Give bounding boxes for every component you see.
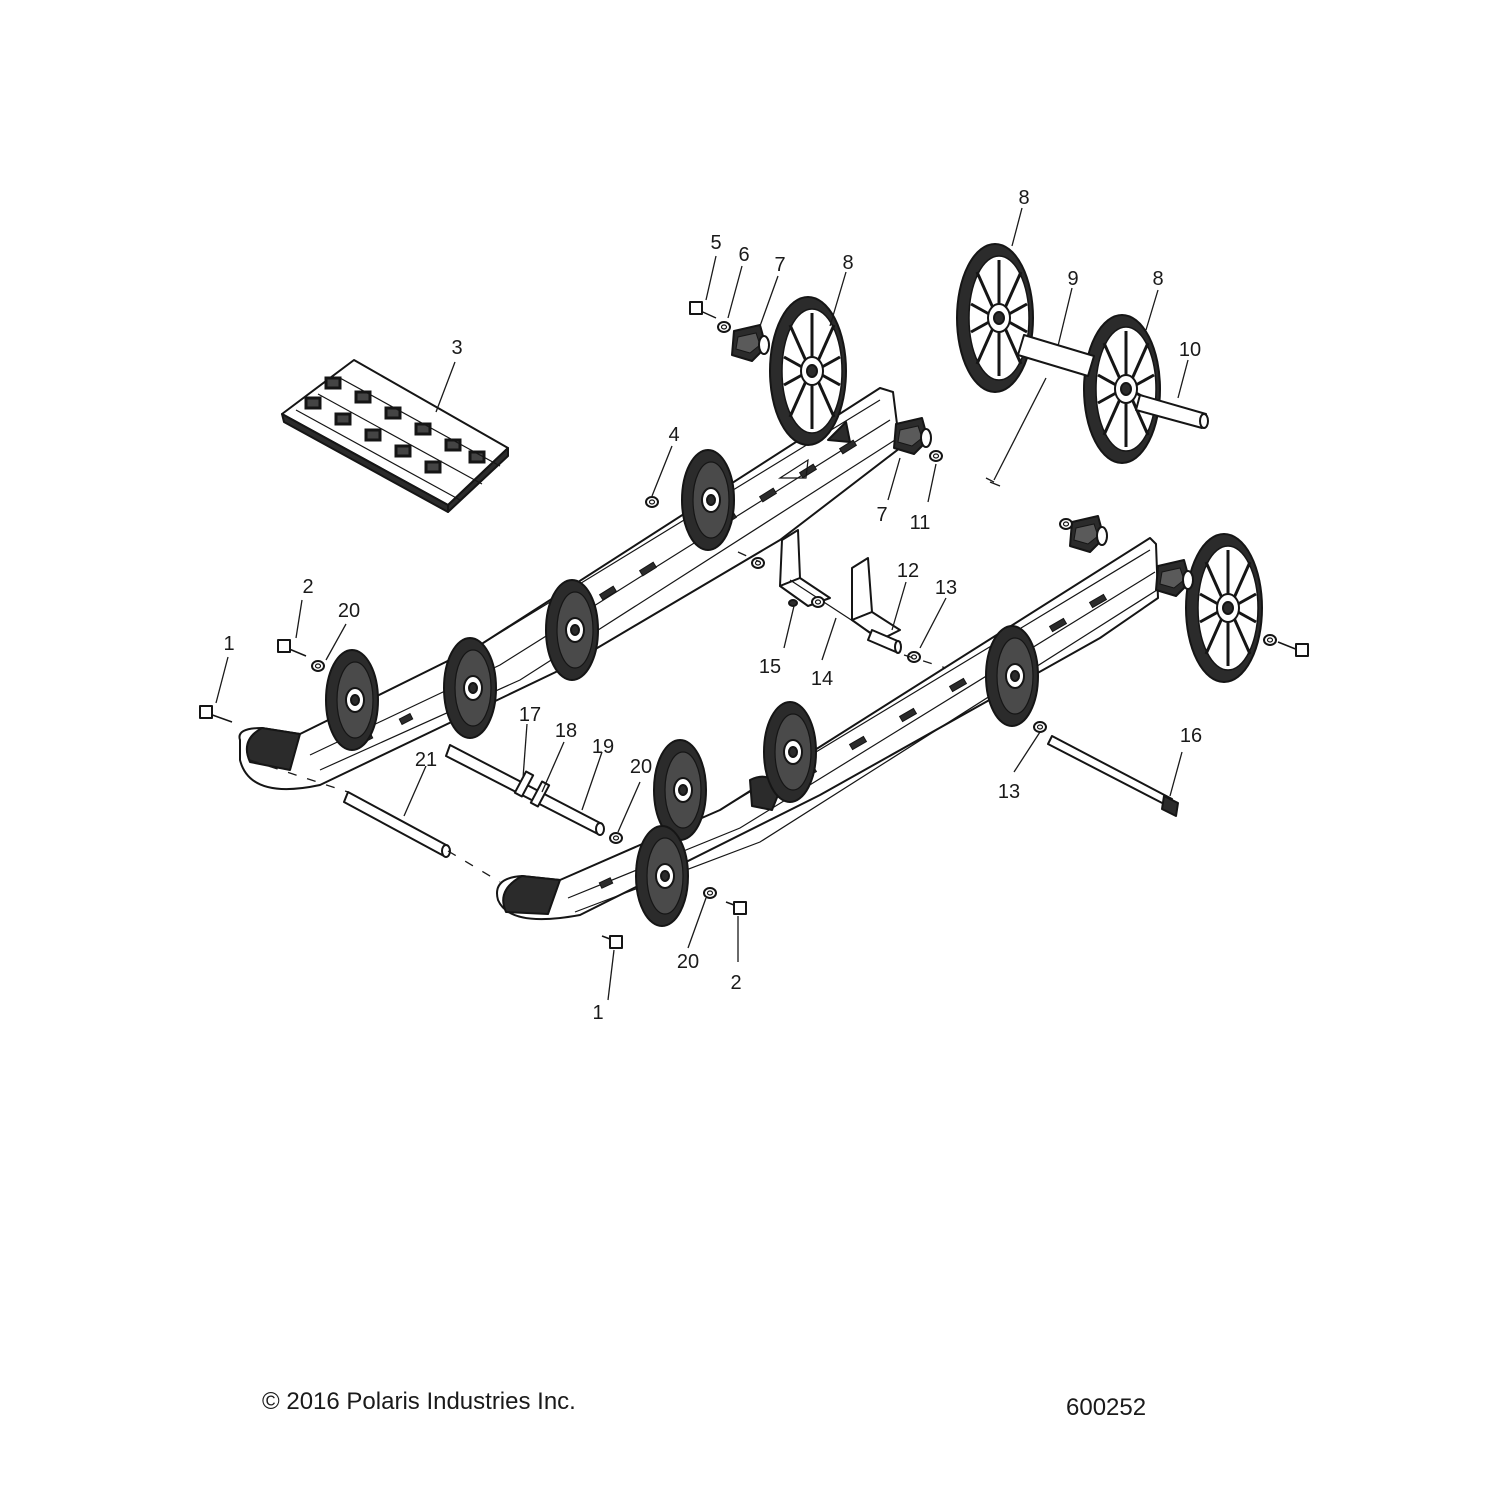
slide-rail-insert bbox=[281, 359, 509, 513]
callout-1: 1 bbox=[223, 633, 234, 655]
rear-wheel-left-upper bbox=[768, 295, 848, 447]
leader-lines bbox=[215, 207, 1189, 1001]
rear-wheel-top bbox=[955, 242, 1035, 394]
idler-wheel-left-2 bbox=[545, 579, 599, 681]
rear-axle bbox=[1017, 334, 1209, 429]
callout-20-upper: 20 bbox=[338, 600, 360, 622]
callout-16: 16 bbox=[1180, 725, 1202, 747]
idler-wheel-right-3 bbox=[985, 625, 1039, 727]
callout-20-lower: 20 bbox=[677, 951, 699, 973]
assembly-guide-lines bbox=[249, 377, 1047, 883]
front-idler-wheel-left bbox=[325, 649, 379, 751]
callout-7-lower: 7 bbox=[876, 504, 887, 526]
callout-14: 14 bbox=[811, 668, 833, 690]
callout-15: 15 bbox=[759, 656, 781, 678]
idler-wheel-right-1 bbox=[653, 739, 707, 841]
center-shaft bbox=[445, 744, 605, 836]
rear-wheel-right-upper bbox=[1082, 313, 1162, 465]
idler-wheel-right-2 bbox=[763, 701, 817, 803]
callout-2: 2 bbox=[302, 576, 313, 598]
callout-10: 10 bbox=[1179, 339, 1201, 361]
idler-wheel-left-3 bbox=[681, 449, 735, 551]
callout-5: 5 bbox=[710, 232, 721, 254]
front-shaft bbox=[343, 791, 451, 858]
rear-hub-right bbox=[1069, 515, 1108, 553]
callout-8-top: 8 bbox=[1018, 187, 1029, 209]
callout-8-left: 8 bbox=[842, 252, 853, 274]
copyright-notice: © 2016 Polaris Industries Inc. bbox=[262, 1388, 576, 1415]
callout-13-lower: 13 bbox=[998, 781, 1020, 803]
rear-hub-upper bbox=[731, 324, 770, 362]
drawing-number: 600252 bbox=[1066, 1394, 1147, 1421]
callout-3: 3 bbox=[451, 337, 462, 359]
callout-4: 4 bbox=[668, 424, 679, 446]
rear-hub-mid bbox=[893, 417, 932, 455]
callout-9: 9 bbox=[1067, 268, 1078, 290]
callout-13-upper: 13 bbox=[935, 577, 957, 599]
callout-11: 11 bbox=[910, 512, 931, 534]
rear-wheel-lower-right bbox=[1184, 532, 1264, 684]
callout-12: 12 bbox=[897, 560, 919, 582]
bolts-and-washers bbox=[199, 301, 1309, 949]
idler-wheel-left-1 bbox=[443, 637, 497, 739]
callout-2-lower: 2 bbox=[730, 972, 741, 994]
callout-18: 18 bbox=[555, 720, 577, 742]
callout-7-upper: 7 bbox=[774, 254, 785, 276]
front-idler-wheel-right bbox=[635, 825, 689, 927]
callout-8-right: 8 bbox=[1152, 268, 1163, 290]
callout-19: 19 bbox=[592, 736, 614, 758]
callout-17: 17 bbox=[519, 704, 541, 726]
callout-1-lower: 1 bbox=[592, 1002, 603, 1024]
callout-21: 21 bbox=[415, 749, 437, 771]
callout-20-mid: 20 bbox=[630, 756, 652, 778]
cross-shaft-assembly bbox=[779, 529, 902, 654]
callout-labels: 1 2 3 4 5 6 7 8 8 8 9 10 7 11 12 13 15 1… bbox=[223, 187, 1202, 1024]
callout-6: 6 bbox=[738, 244, 749, 266]
rear-shaft bbox=[1047, 735, 1179, 817]
